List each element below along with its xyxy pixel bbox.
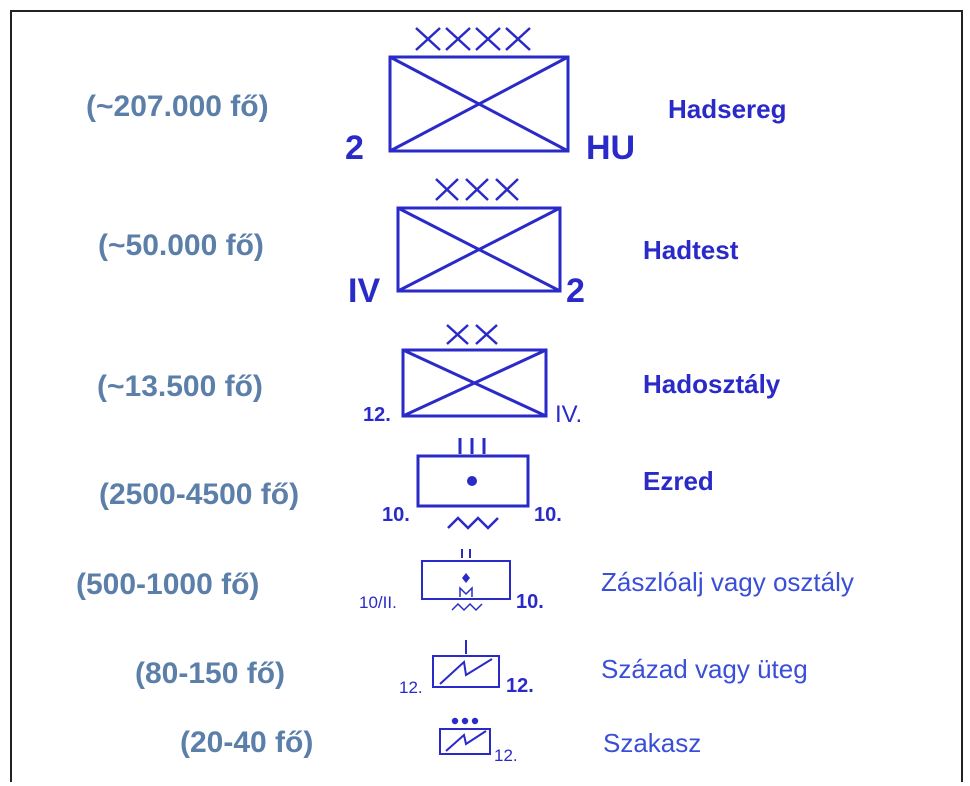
battalion-left-label: 10/II. xyxy=(359,593,397,612)
army-echelon-mark xyxy=(415,27,531,51)
platoon-echelon-mark xyxy=(451,717,479,725)
regiment-symbol xyxy=(416,454,530,508)
company-right-label: 12. xyxy=(506,675,534,697)
army-symbol xyxy=(388,55,570,153)
regiment-personnel-count: (2500-4500 fő) xyxy=(99,478,300,511)
corps-rank-label: Hadtest xyxy=(643,235,739,265)
regiment-left-label: 10. xyxy=(382,504,410,526)
battalion-diamond-icon xyxy=(462,573,470,583)
corps-personnel-count: (~50.000 fő) xyxy=(98,229,264,262)
army-personnel-count: (~207.000 fő) xyxy=(86,90,269,123)
regiment-rank-label: Ezred xyxy=(643,466,714,496)
battalion-m-icon xyxy=(459,586,473,597)
battalion-symbol xyxy=(421,560,511,600)
army-rank-label: Hadsereg xyxy=(668,94,787,124)
battalion-rank-label: Zászlóalj vagy osztály xyxy=(601,567,854,597)
division-symbol xyxy=(401,348,548,418)
diagram-frame xyxy=(10,10,963,782)
corps-symbol xyxy=(396,206,562,293)
regiment-echelon-mark xyxy=(458,438,486,454)
division-right-label: IV. xyxy=(555,401,583,428)
corps-echelon-mark xyxy=(435,178,519,201)
company-symbol xyxy=(432,655,500,688)
company-left-label: 12. xyxy=(399,678,423,697)
army-right-label: HU xyxy=(586,129,636,167)
battalion-zigzag-icon xyxy=(451,602,483,612)
platoon-symbol xyxy=(439,728,491,755)
company-personnel-count: (80-150 fő) xyxy=(135,657,286,690)
company-rank-label: Század vagy üteg xyxy=(601,654,808,684)
battalion-right-label: 10. xyxy=(516,591,544,613)
division-personnel-count: (~13.500 fő) xyxy=(97,370,263,403)
battalion-personnel-count: (500-1000 fő) xyxy=(76,568,260,601)
corps-left-label: IV xyxy=(348,272,381,310)
division-rank-label: Hadosztály xyxy=(643,369,781,399)
army-left-label: 2 xyxy=(345,129,364,167)
regiment-right-label: 10. xyxy=(534,504,562,526)
corps-right-label: 2 xyxy=(566,272,585,310)
battalion-echelon-mark xyxy=(461,549,471,558)
regiment-zigzag-icon xyxy=(447,516,499,530)
platoon-personnel-count: (20-40 fő) xyxy=(180,726,314,759)
diagram-frame-right-edge xyxy=(961,10,963,782)
regiment-dot-icon xyxy=(467,476,477,486)
division-left-label: 12. xyxy=(363,404,391,426)
division-echelon-mark xyxy=(446,324,498,345)
platoon-right-label: 12. xyxy=(494,746,518,765)
platoon-rank-label: Szakasz xyxy=(603,728,702,758)
